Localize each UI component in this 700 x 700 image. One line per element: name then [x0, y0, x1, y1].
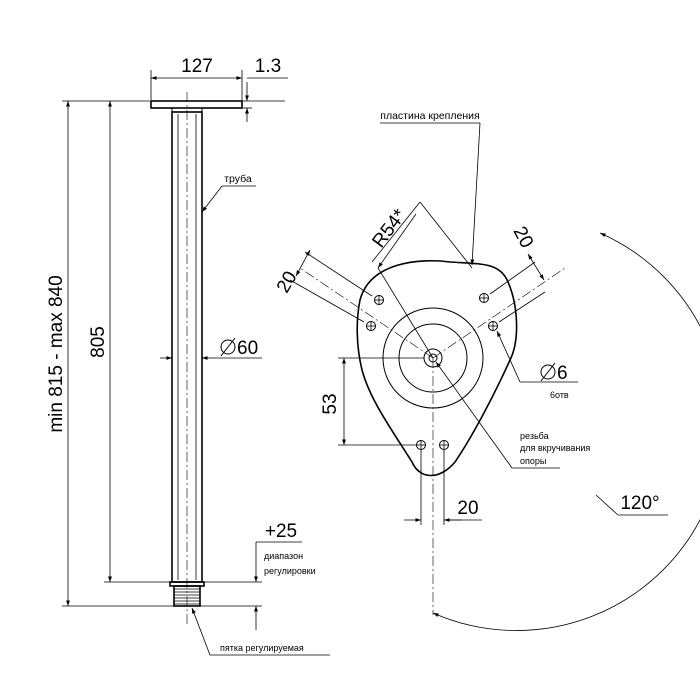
label-tube: труба	[224, 173, 252, 185]
label-foot: пятка регулируемая	[220, 643, 304, 653]
label-plate: пластина крепления	[380, 110, 479, 122]
label-thread-2: для вкручивания	[520, 443, 590, 453]
dim-tube-diameter: 60	[237, 338, 258, 359]
adjustable-foot	[173, 585, 201, 607]
label-adjust-range-1: диапазон	[264, 551, 303, 561]
plate-top-view: пластина крепления R54* 20 20 6 6отв 53	[273, 110, 700, 631]
dim-hole-spacing: 20	[457, 498, 478, 519]
dim-radius: R54*	[369, 205, 412, 252]
dim-total-height: min 815 - max 840	[46, 275, 67, 432]
label-adjust-range-2: регулировки	[264, 566, 316, 576]
hole	[416, 440, 426, 450]
label-thread-1: резьба	[520, 431, 549, 441]
dim-slot-right: 20	[509, 223, 537, 252]
diameter-symbol	[220, 339, 236, 355]
mounting-holes	[366, 293, 498, 450]
dim-hole-diameter: 6	[557, 363, 568, 384]
label-holes-count: 6отв	[550, 390, 569, 400]
hole	[366, 321, 376, 331]
dim-adjust-range: +25	[265, 521, 297, 542]
dim-offset: 53	[320, 393, 341, 414]
hole	[374, 295, 384, 305]
dim-slot-left: 20	[273, 268, 302, 297]
mounting-plate-side	[150, 100, 243, 109]
mounting-plate-outline	[356, 259, 518, 477]
label-thread-3: опоры	[520, 456, 546, 466]
dim-angle: 120°	[620, 493, 659, 514]
leg-side-view: 127 1.3 805 min 815 - max 840 60 труба	[46, 56, 330, 656]
angle-arc	[432, 232, 700, 631]
dim-tube-length: 805	[88, 326, 109, 358]
dim-plate-width: 127	[181, 56, 213, 77]
dim-plate-thickness: 1.3	[255, 56, 281, 77]
